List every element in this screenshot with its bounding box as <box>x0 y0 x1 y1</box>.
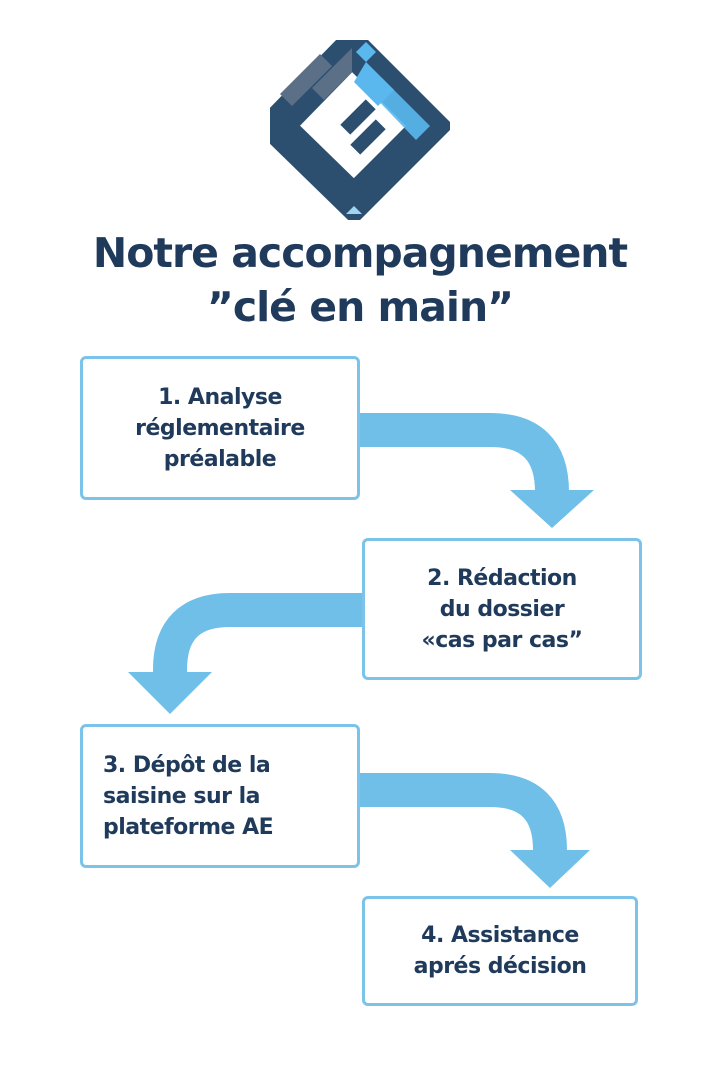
step-3-line-1: 3. Dépôt de la <box>103 752 271 778</box>
arrowhead-3-icon <box>510 850 590 888</box>
step-1-box: 1. Analyse réglementaire préalable <box>80 356 360 500</box>
step-1-line-3: préalable <box>163 446 277 472</box>
title-line-2: ”clé en main” <box>206 283 514 331</box>
page-title: Notre accompagnement ”clé en main” <box>0 226 720 334</box>
step-4-box: 4. Assistance aprés décision <box>362 896 638 1006</box>
step-2-box: 2. Rédaction du dossier «cas par cas” <box>362 538 642 680</box>
step-4-label: 4. Assistance aprés décision <box>414 920 587 982</box>
step-2-line-1: 2. Rédaction <box>427 565 577 591</box>
step-4-line-1: 4. Assistance <box>421 923 579 948</box>
step-3-line-3: plateforme AE <box>103 814 274 840</box>
arrow-step2-to-step3 <box>153 593 362 678</box>
company-logo-icon <box>270 40 450 220</box>
step-3-line-2: saisine sur la <box>103 783 261 809</box>
step-1-line-2: réglementaire <box>135 415 305 441</box>
arrowhead-1-icon <box>510 490 594 528</box>
step-1-line-1: 1. Analyse <box>158 384 282 410</box>
step-2-label: 2. Rédaction du dossier «cas par cas” <box>422 563 583 656</box>
arrow-step1-to-step2 <box>360 413 569 500</box>
step-2-line-2: du dossier <box>439 596 565 622</box>
title-line-1: Notre accompagnement <box>92 229 628 277</box>
step-2-line-3: «cas par cas” <box>421 627 583 653</box>
step-1-label: 1. Analyse réglementaire préalable <box>135 382 305 475</box>
arrowhead-2-icon <box>128 672 212 714</box>
step-3-label: 3. Dépôt de la saisine sur la plateforme… <box>103 750 274 843</box>
step-4-line-2: aprés décision <box>413 954 587 979</box>
arrow-step3-to-step4 <box>360 773 567 856</box>
step-3-box: 3. Dépôt de la saisine sur la plateforme… <box>80 724 360 868</box>
